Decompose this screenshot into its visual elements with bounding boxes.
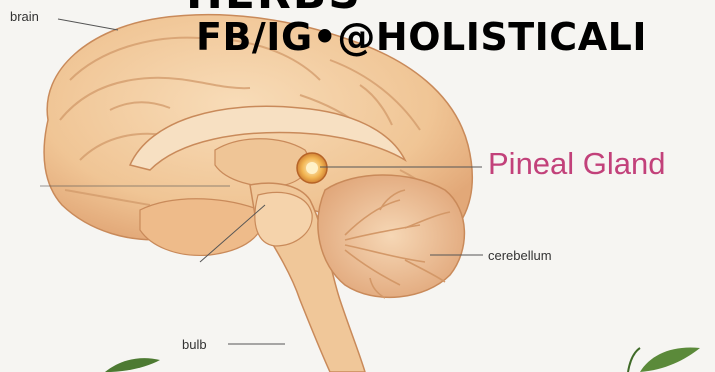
label-pineal-gland: Pineal Gland [488, 148, 666, 179]
cerebellum-shape [318, 175, 464, 297]
brain-leader-line [58, 19, 118, 30]
label-cerebellum: cerebellum [488, 249, 552, 262]
temporal-lobe [140, 199, 263, 256]
overlay-banner-top: HERBS [186, 0, 362, 16]
overlay-banner: FB/IG•@HOLISTICALI [196, 18, 647, 56]
label-bulb: bulb [182, 338, 207, 351]
label-brain: brain [10, 10, 39, 23]
